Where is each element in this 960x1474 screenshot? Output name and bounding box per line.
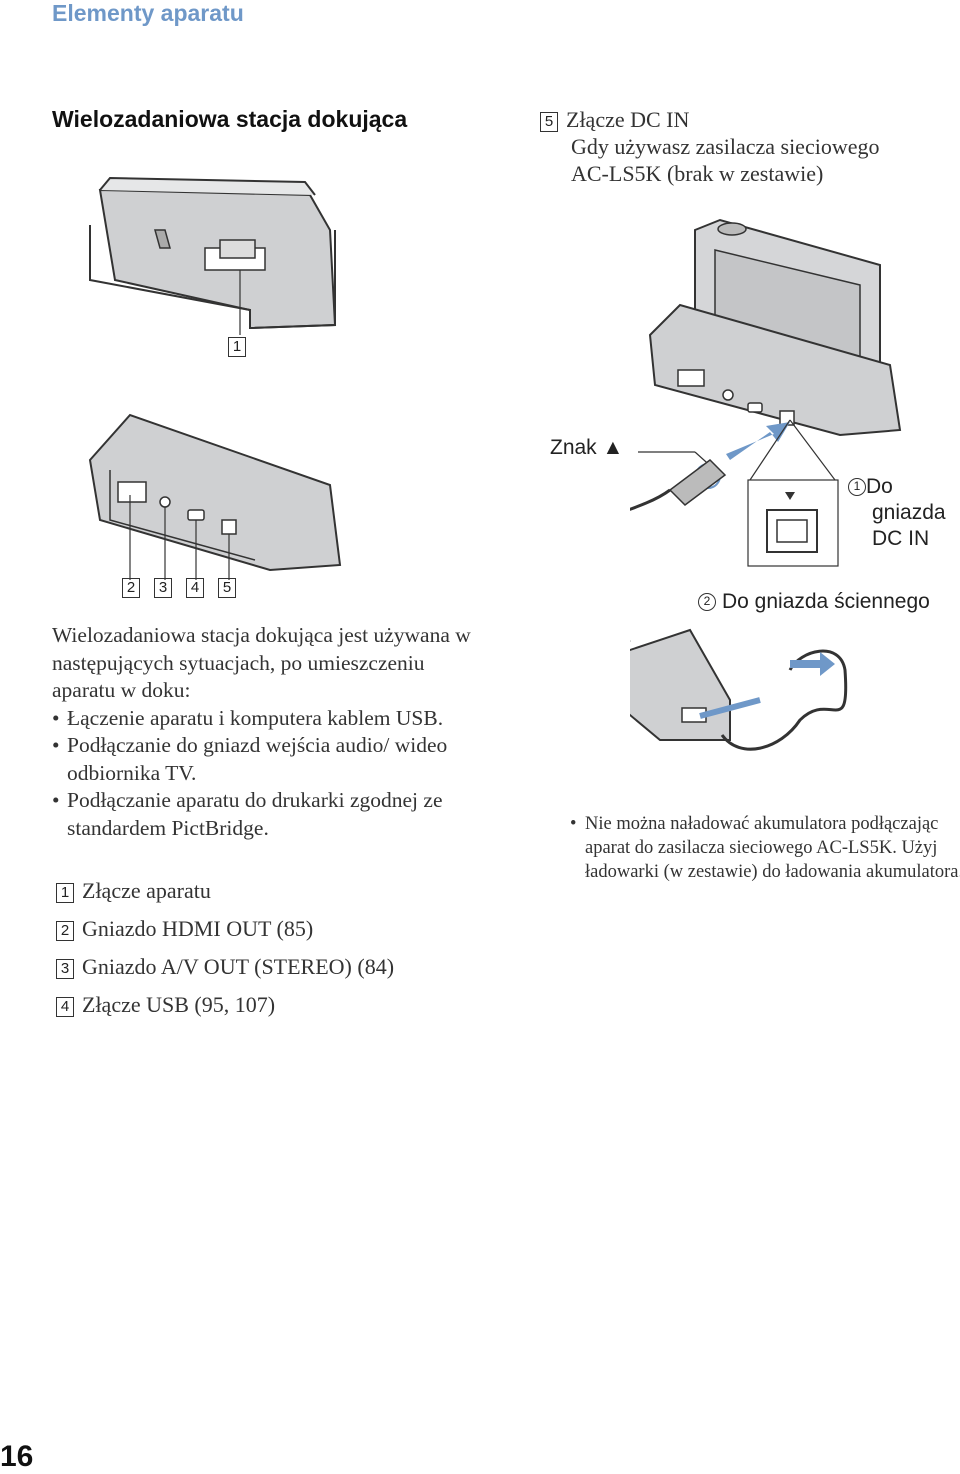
page-number: 16: [0, 1440, 34, 1473]
dock-intro: Wielozadaniowa stacja dokująca jest używ…: [52, 623, 471, 702]
dock-section-title: Wielozadaniowa stacja dokująca: [52, 106, 408, 132]
callout-3: 3: [154, 578, 172, 598]
dock-description: Wielozadaniowa stacja dokująca jest używ…: [52, 622, 492, 842]
charging-note: Nie można naładować akumulatora podłącza…: [570, 812, 960, 884]
connection-diagram: [630, 422, 848, 751]
dcin-line2: Gdy używasz zasilacza sieciowego: [571, 134, 880, 159]
dcin-heading: 5 Złącze DC IN Gdy używasz zasilacza siec…: [540, 106, 879, 187]
callout-5-right: 5: [540, 111, 558, 132]
dcin-line3: AC-LS5K (brak w zestawie): [571, 161, 824, 186]
page-header: Elementy aparatu: [52, 0, 244, 26]
callout-4: 4: [186, 578, 204, 598]
camera-dock-illustration: [648, 218, 902, 437]
dock-back-illustration: [88, 413, 342, 580]
bottom-callouts: 2 3 4 5: [122, 578, 236, 598]
callout-2: 2: [122, 578, 140, 598]
dcin-zoom-box: [747, 419, 839, 567]
dock-top-illustration: [89, 176, 337, 335]
dock-bullet-printer: Podłączanie aparatu do drukarki zgodnej …: [52, 787, 492, 842]
dcin-title: Złącze DC IN: [566, 107, 690, 132]
dock-bullet-usb: Łączenie aparatu i komputera kablem USB.: [52, 705, 492, 733]
callout-1-top: 1: [228, 337, 246, 357]
circled-1: 1: [848, 478, 866, 497]
mark-label: Znak ▲: [550, 436, 624, 459]
circled-2: 2: [698, 593, 716, 612]
callout-5: 5: [218, 578, 236, 598]
dock-bullet-tv: Podłączanie do gniazd wejścia audio/ wid…: [52, 732, 492, 787]
